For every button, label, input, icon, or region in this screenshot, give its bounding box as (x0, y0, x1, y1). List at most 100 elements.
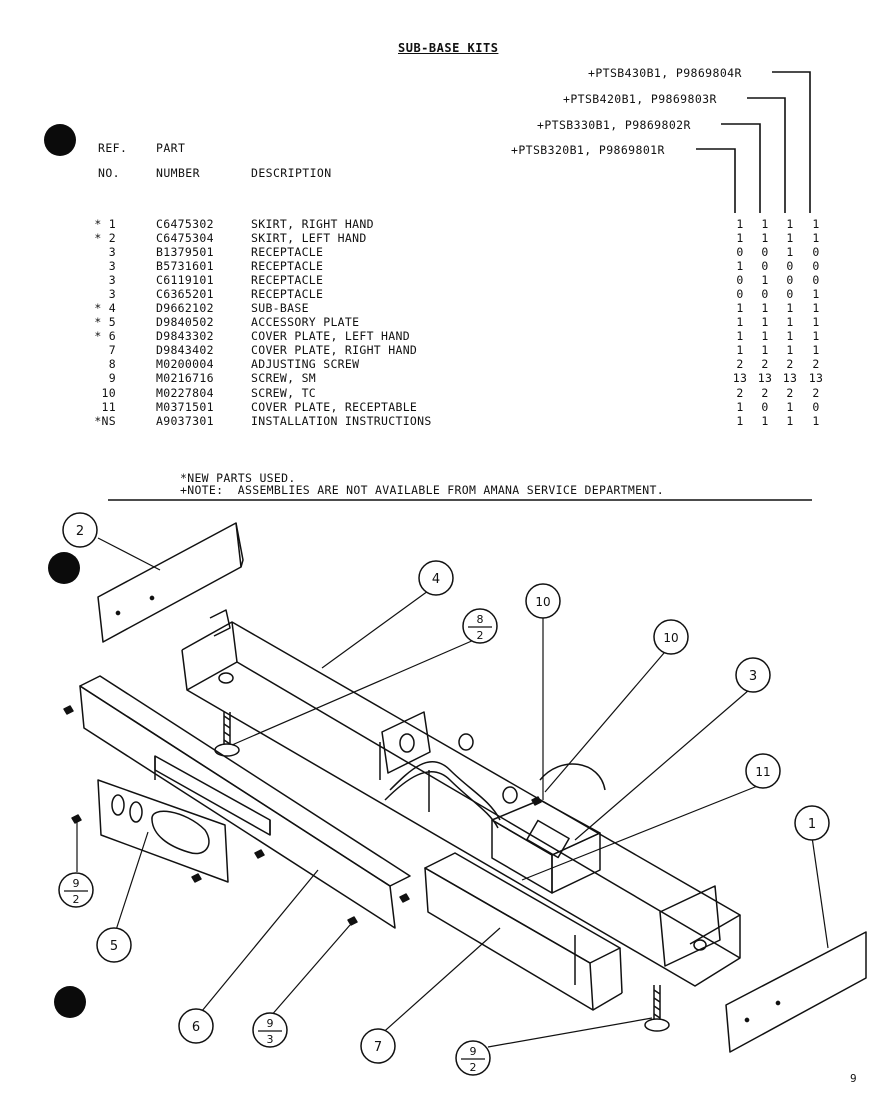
qty-3: 1 (786, 231, 794, 245)
model-bracket-1 (772, 71, 811, 213)
part-1-right-skirt (725, 931, 867, 1053)
callout-9-2-left (58, 872, 94, 908)
qty-1: 2 (736, 386, 744, 400)
qty-3: 1 (786, 329, 794, 343)
callout-9-2a-bottom: 2 (73, 893, 80, 906)
qty-1: 1 (736, 315, 744, 329)
callout-9-3-top: 9 (267, 1017, 274, 1030)
callout-8-2 (462, 608, 498, 644)
qty-2: 0 (761, 400, 769, 414)
description: RECEPTACLE (251, 287, 324, 301)
qty-1: 1 (736, 301, 744, 315)
ref-no: 3 (108, 259, 116, 273)
callout-7-text: 7 (374, 1040, 382, 1055)
qty-1: 0 (736, 273, 744, 287)
qty-4: 0 (812, 245, 820, 259)
table-row: 3 B1379501 RECEPTACLE 0 0 1 0 (0, 245, 896, 259)
part-number: C6365201 (156, 287, 214, 301)
ref-no: 7 (108, 343, 116, 357)
binder-hole-bottom (54, 986, 86, 1018)
callout-3-text: 3 (749, 669, 757, 684)
ref-no: 3 (108, 287, 116, 301)
table-row: 3 C6365201 RECEPTACLE 0 0 0 1 (0, 287, 896, 301)
header-part-number: NUMBER (156, 166, 200, 180)
qty-2: 1 (761, 231, 769, 245)
qty-2: 1 (761, 315, 769, 329)
callout-6-text: 6 (192, 1020, 200, 1035)
ref-no: 3 (108, 245, 116, 259)
part-4-sub-base (181, 609, 741, 987)
callout-1 (794, 805, 830, 841)
part-number: M0200004 (156, 357, 214, 371)
qty-1: 1 (736, 414, 744, 428)
qty-4: 0 (812, 273, 820, 287)
note-new-parts: *NEW PARTS USED. (180, 471, 296, 485)
part-number: M0227804 (156, 386, 214, 400)
table-row: * 5 D9840502 ACCESSORY PLATE 1 1 1 1 (0, 315, 896, 329)
screws (63, 705, 542, 926)
qty-1: 1 (736, 217, 744, 231)
description: SCREW, TC (251, 386, 317, 400)
part-number: M0371501 (156, 400, 214, 414)
qty-1: 1 (736, 343, 744, 357)
qty-3: 13 (782, 371, 798, 385)
part-number: D9843402 (156, 343, 214, 357)
qty-2: 2 (761, 357, 769, 371)
qty-3: 1 (786, 400, 794, 414)
part-number: A9037301 (156, 414, 214, 428)
ref-no: 8 (108, 357, 116, 371)
qty-1: 1 (736, 400, 744, 414)
ref-no: 9 (108, 371, 116, 385)
callout-10b-text: 10 (663, 631, 678, 645)
qty-1: 1 (736, 231, 744, 245)
qty-4: 13 (808, 371, 824, 385)
part-2-left-skirt (97, 522, 244, 643)
ref-no: 3 (108, 273, 116, 287)
qty-3: 1 (786, 315, 794, 329)
qty-1: 2 (736, 357, 744, 371)
qty-3: 0 (786, 273, 794, 287)
part-number: B1379501 (156, 245, 214, 259)
description: RECEPTACLE (251, 273, 324, 287)
ref-no: * 2 (94, 231, 116, 245)
header-description: DESCRIPTION (251, 166, 332, 180)
callout-9-2a-top: 9 (73, 877, 80, 890)
qty-2: 1 (761, 273, 769, 287)
callout-10a-text: 10 (535, 595, 550, 609)
qty-2: 13 (757, 371, 773, 385)
callout-5 (96, 927, 132, 963)
qty-2: 0 (761, 287, 769, 301)
table-row: 8 M0200004 ADJUSTING SCREW 2 2 2 2 (0, 357, 896, 371)
ref-no: * 4 (94, 301, 116, 315)
qty-4: 1 (812, 414, 820, 428)
qty-4: 1 (812, 217, 820, 231)
page-number: 9 (850, 1072, 857, 1085)
qty-2: 0 (761, 259, 769, 273)
header-ref-no: NO. (98, 166, 120, 180)
callout-5-text: 5 (110, 939, 118, 954)
model-label-1: +PTSB430B1, P9869804R (588, 66, 742, 80)
note-assemblies: +NOTE: ASSEMBLIES ARE NOT AVAILABLE FROM… (180, 483, 664, 497)
part-number: D9840502 (156, 315, 214, 329)
ref-no: * 5 (94, 315, 116, 329)
table-row: 11 M0371501 COVER PLATE, RECEPTABLE 1 0 … (0, 400, 896, 414)
callout-9-2-right (455, 1040, 491, 1076)
part-number: C6119101 (156, 273, 214, 287)
part-number: C6475304 (156, 231, 214, 245)
description: COVER PLATE, RIGHT HAND (251, 343, 418, 357)
description: SKIRT, RIGHT HAND (251, 217, 374, 231)
page-title: SUB-BASE KITS (398, 41, 499, 55)
callout-2 (62, 512, 98, 548)
callout-9-2b-top: 9 (470, 1045, 477, 1058)
model-label-2: +PTSB420B1, P9869803R (563, 92, 717, 106)
ref-no: 10 (101, 386, 116, 400)
table-row: 3 B5731601 RECEPTACLE 1 0 0 0 (0, 259, 896, 273)
qty-3: 1 (786, 245, 794, 259)
callout-2-text: 2 (76, 524, 84, 539)
callout-10-b (653, 619, 689, 655)
binder-hole-top (44, 124, 76, 156)
table-row: * 1 C6475302 SKIRT, RIGHT HAND 1 1 1 1 (0, 217, 896, 231)
table-row: 10 M0227804 SCREW, TC 2 2 2 2 (0, 386, 896, 400)
table-row: 3 C6119101 RECEPTACLE 0 1 0 0 (0, 273, 896, 287)
